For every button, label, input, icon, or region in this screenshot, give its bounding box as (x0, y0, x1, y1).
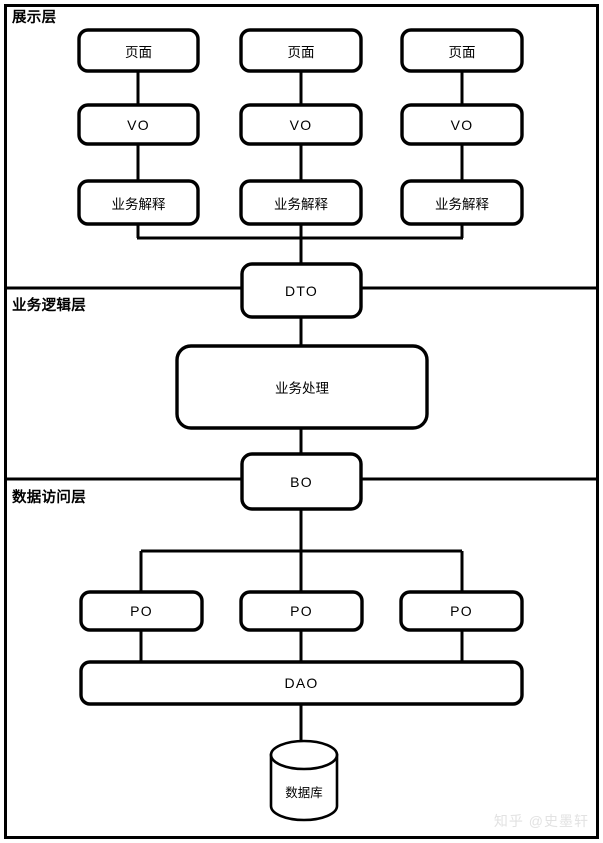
node-vo-mid[interactable] (239, 103, 363, 146)
node-bo[interactable] (240, 452, 363, 511)
node-business-process[interactable] (175, 344, 429, 430)
node-dto[interactable] (240, 262, 363, 319)
node-page-mid[interactable] (239, 28, 363, 73)
node-page-left[interactable] (77, 28, 200, 73)
node-po-left[interactable] (79, 590, 204, 632)
watermark: 知乎 @史墨轩 (493, 813, 589, 829)
layer-label-data-access: 数据访问层 (12, 490, 86, 506)
connectors (136, 70, 464, 748)
node-po-right[interactable] (399, 590, 524, 632)
node-interpretation-right[interactable] (400, 179, 524, 226)
node-interpretation-left[interactable] (77, 179, 200, 226)
node-database[interactable] (269, 739, 339, 822)
node-po-mid[interactable] (239, 590, 364, 632)
node-dao[interactable] (79, 660, 524, 706)
node-vo-left[interactable] (77, 103, 200, 146)
node-interpretation-mid[interactable] (239, 179, 363, 226)
node-vo-right[interactable] (400, 103, 524, 146)
layer-label-business-logic: 业务逻辑层 (12, 298, 86, 314)
layer-label-presentation: 展示层 (12, 10, 57, 26)
node-page-right[interactable] (400, 28, 524, 73)
